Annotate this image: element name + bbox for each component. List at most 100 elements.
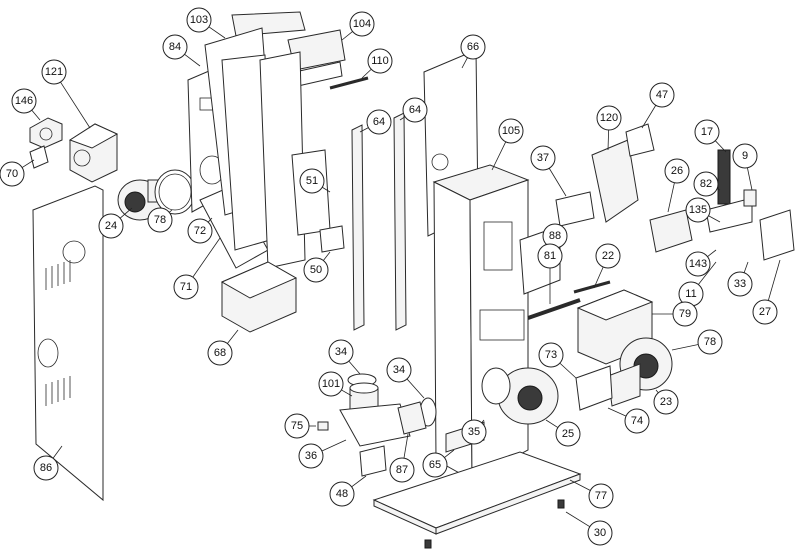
callout-50: 50 [303,257,329,283]
leader-line-25 [545,419,559,428]
callout-circle [752,299,778,325]
tube-22 [573,280,611,294]
bracket-74 [575,365,613,411]
leader-line-37 [548,168,567,197]
leader-line-84 [184,53,201,67]
callout-number: 70 [6,168,18,180]
rail-64-a [351,124,365,331]
callout-71: 71 [173,274,199,300]
callout-number: 87 [396,464,408,476]
callout-64: 64 [402,97,428,123]
leader-line-26 [667,182,675,213]
leader-line-143 [707,249,717,257]
callout-number: 23 [660,396,672,408]
callout-68: 68 [207,340,233,366]
callout-circle [685,251,711,277]
leader-line-87 [403,433,409,459]
callout-number: 11 [685,288,696,300]
callout-number: 81 [544,250,556,262]
callout-circle [162,34,188,60]
leader-line-35 [481,419,485,424]
callout-circle [298,443,324,469]
callout-number: 103 [190,14,208,26]
callout-circle [461,419,487,445]
callout-34: 34 [386,357,412,383]
callout-30: 30 [587,520,613,546]
blower-23 [607,337,673,407]
leader-line-70 [21,159,35,168]
callout-circle [422,452,448,478]
leader-line-86 [52,445,63,459]
callout-65: 65 [422,452,448,478]
tube-81 [527,298,581,320]
callout-103: 103 [186,7,212,33]
callout-circle [366,109,392,135]
callout-circle [498,118,524,144]
callout-circle [386,357,412,383]
callout-number: 68 [214,347,226,359]
callout-circle [328,339,354,365]
callout-number: 26 [671,165,683,177]
leader-line-110 [361,68,372,79]
callout-number: 64 [373,116,385,128]
callout-circle [537,243,563,269]
callout-number: 110 [371,55,389,67]
callout-66: 66 [460,34,486,60]
panel-27 [759,209,795,261]
callout-circle [329,481,355,507]
callout-78: 78 [147,207,173,233]
callout-75: 75 [284,413,310,439]
callout-77: 77 [588,483,614,509]
callout-circle [318,371,344,397]
leader-line-64 [399,116,406,121]
callout-circle [147,207,173,233]
leader-line-120 [607,129,610,151]
callout-64: 64 [366,109,392,135]
callout-number: 101 [322,378,340,390]
leader-line-9 [747,167,753,191]
leader-line-103 [208,26,226,39]
callout-35: 35 [461,419,487,445]
callout-34: 34 [328,339,354,365]
callout-143: 143 [685,251,711,277]
callout-88: 88 [542,223,568,249]
callout-circle [693,171,719,197]
callout-circle [173,274,199,300]
leader-line-101 [341,389,353,397]
callout-circle [664,158,690,184]
callout-23: 23 [653,389,679,415]
callout-circle [685,197,711,223]
callout-circle [653,389,679,415]
leader-line-34 [348,360,361,375]
leader-line-105 [491,141,507,171]
callout-number: 121 [45,66,63,78]
bracket-17 [705,189,757,233]
callout-number: 104 [353,18,371,30]
leader-line-27 [767,259,781,301]
callout-circle [587,520,613,546]
callout-79: 79 [672,301,698,327]
callout-circle [588,483,614,509]
callout-82: 82 [693,171,719,197]
callout-circle [41,59,67,85]
callout-number: 143 [689,258,707,270]
leader-line-30 [565,511,591,528]
leader-line-66 [461,57,468,69]
leader-line-64 [359,127,369,133]
callout-74: 74 [624,408,650,434]
elbow-assembly-101 [339,382,427,447]
callout-circle [697,329,723,355]
callout-121: 121 [41,59,67,85]
callout-number: 37 [537,152,549,164]
callout-48: 48 [329,481,355,507]
callout-number: 82 [700,178,712,190]
callout-51: 51 [299,168,325,194]
callout-circle [33,455,59,481]
callout-circle [595,243,621,269]
rail-64-b [393,112,407,331]
callout-33: 33 [727,271,753,297]
callout-number: 48 [336,488,348,500]
callout-26: 26 [664,158,690,184]
leader-line-65 [444,449,455,458]
callout-86: 86 [33,455,59,481]
